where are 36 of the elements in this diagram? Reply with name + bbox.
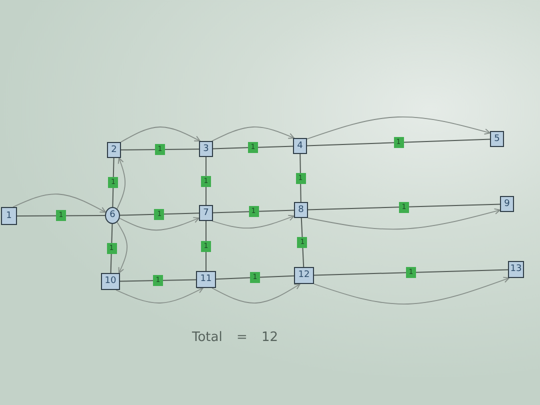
connector-line	[308, 204, 500, 210]
connector-line	[212, 146, 294, 150]
connector-line	[300, 154, 302, 202]
connector-line	[306, 138, 490, 146]
curved-arrow	[116, 158, 126, 210]
node-box: 2	[107, 142, 121, 158]
connector-line	[314, 269, 508, 276]
node-box: 12	[294, 267, 314, 284]
curved-arrow	[212, 214, 294, 229]
node-box: 3	[199, 141, 213, 157]
node-box: 5	[490, 131, 504, 147]
connector-line	[120, 279, 196, 282]
node-box: 8	[294, 202, 308, 218]
connector-line	[120, 212, 200, 216]
curved-arrow	[306, 116, 490, 140]
connector-line	[212, 210, 294, 214]
curved-arrow	[314, 276, 510, 304]
node-box: 9	[500, 196, 514, 212]
connector-line	[120, 148, 200, 150]
node-box: 13	[508, 261, 524, 278]
curved-arrow	[308, 208, 500, 230]
curved-arrow	[119, 217, 200, 231]
connector-line	[16, 215, 106, 216]
curved-arrow	[116, 288, 204, 304]
node-box: 1	[1, 207, 17, 225]
curved-arrow	[12, 194, 106, 213]
node-box: 7	[199, 205, 213, 221]
curved-arrow	[212, 126, 294, 142]
node-box: 11	[196, 271, 216, 288]
node-box: 4	[293, 138, 307, 154]
note-text: Total = 12	[192, 330, 278, 346]
curved-arrow	[116, 222, 128, 274]
node-box: 10	[101, 273, 120, 290]
curved-arrow	[120, 126, 200, 142]
curved-arrow	[212, 284, 300, 304]
connector-line	[216, 275, 294, 280]
